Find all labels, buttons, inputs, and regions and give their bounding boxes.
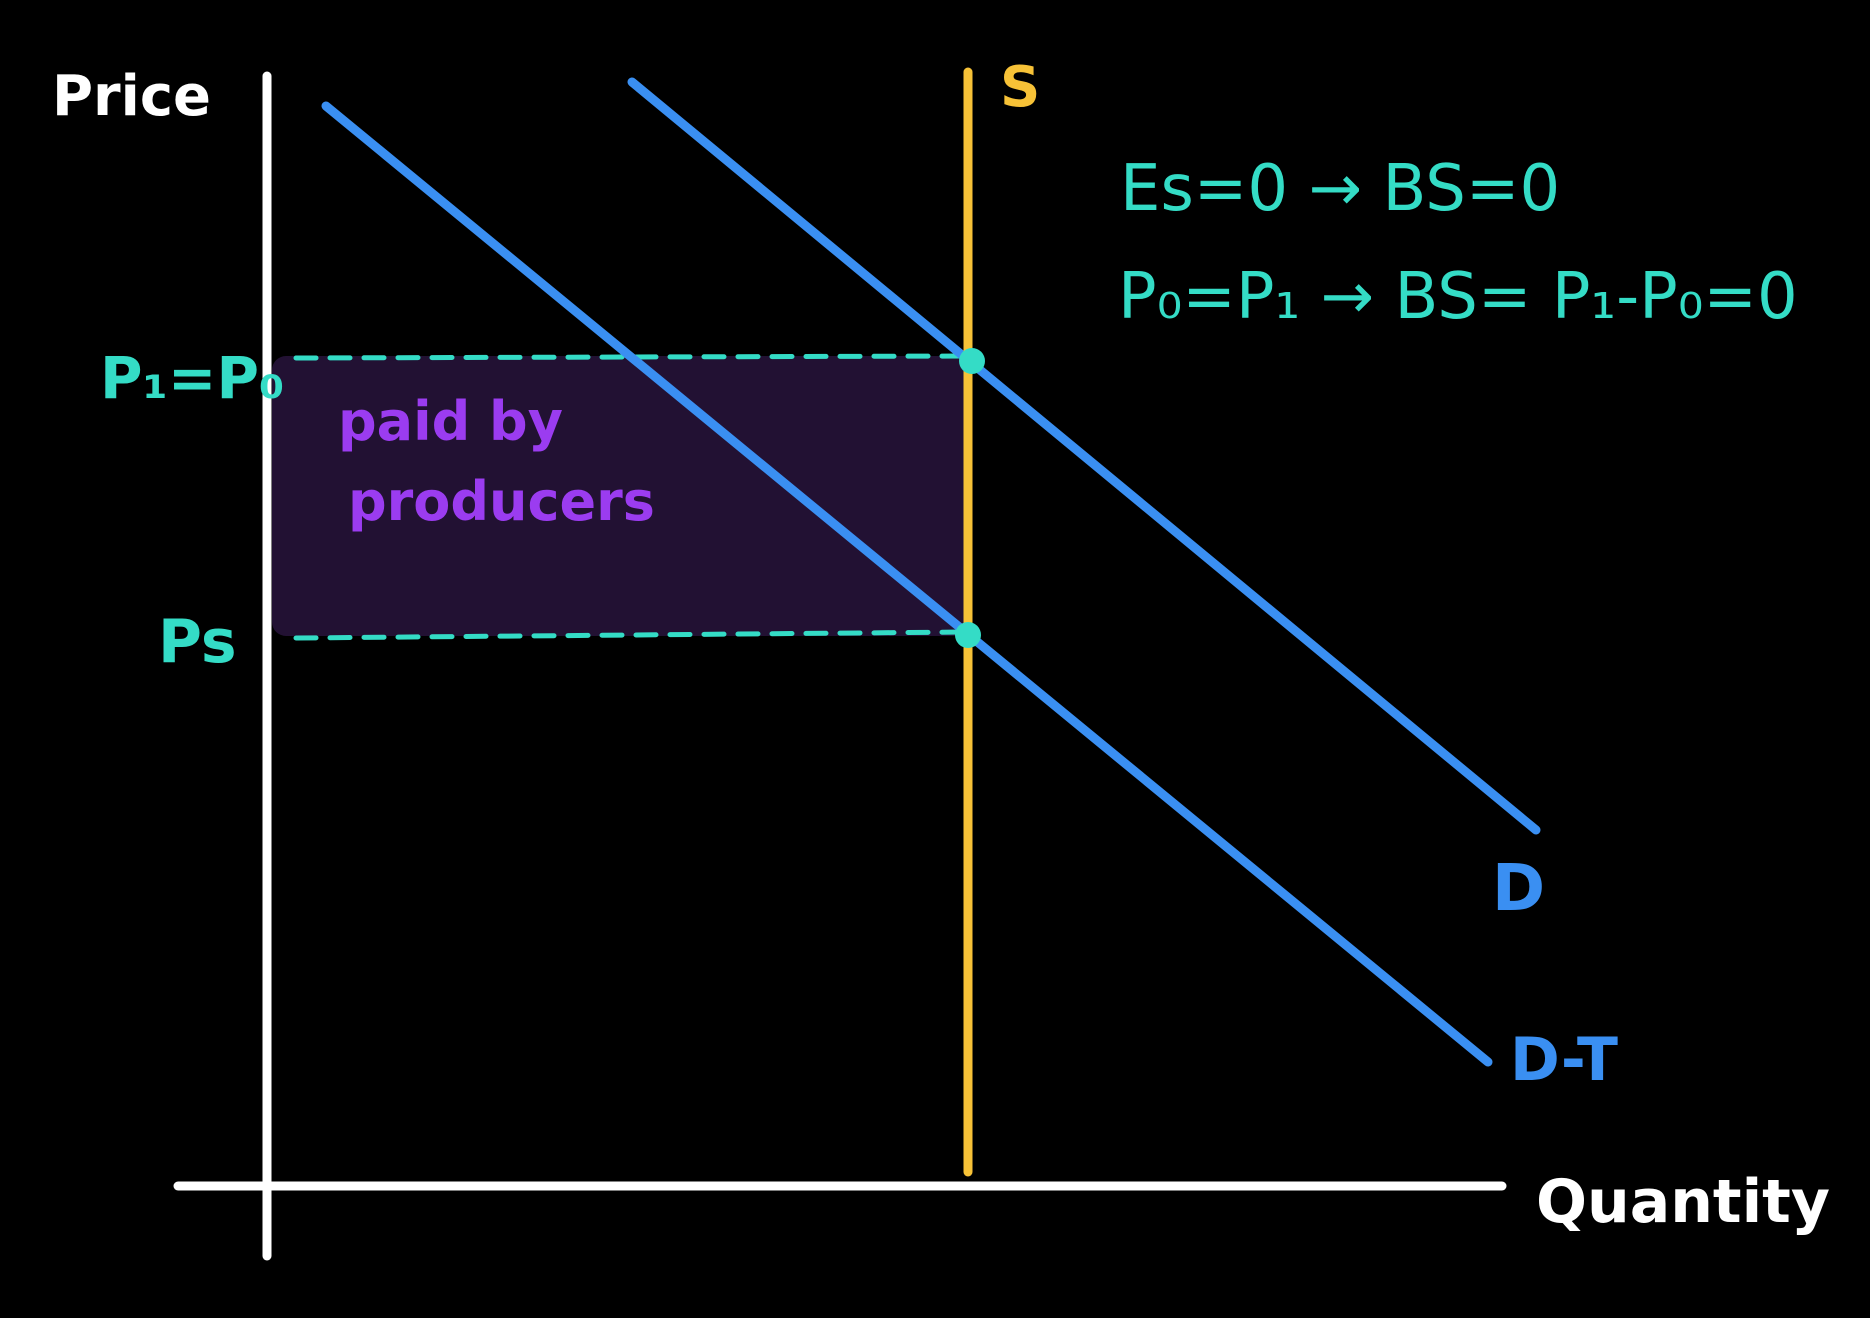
annotation-elasticity: Es=0 → BS=0 — [1120, 152, 1560, 226]
demand-minus-tax-curve — [321, 101, 1493, 1067]
demand-curve — [627, 77, 1541, 835]
burden-label-line2: producers — [348, 470, 655, 533]
y-axis-label: Price — [52, 64, 211, 129]
annotation-burden-equation: P₀=P₁ → BS= P₁-P₀=0 — [1118, 260, 1798, 334]
burden-label-line1: paid by — [338, 390, 563, 453]
supply-label: S — [1000, 55, 1040, 120]
seller-equilibrium-point — [955, 622, 981, 648]
seller-price-label: Ps — [158, 607, 237, 677]
demand-minus-tax-label: D-T — [1510, 1025, 1618, 1095]
seller-price-dashed-line — [293, 629, 969, 641]
buyer-equilibrium-point — [959, 348, 985, 374]
buyer-price-dashed-line — [293, 353, 973, 361]
x-axis-label: Quantity — [1536, 1167, 1830, 1237]
demand-label: D — [1492, 852, 1545, 926]
buyer-price-label: P₁=P₀ — [100, 344, 284, 412]
producer-burden-region — [272, 356, 972, 636]
